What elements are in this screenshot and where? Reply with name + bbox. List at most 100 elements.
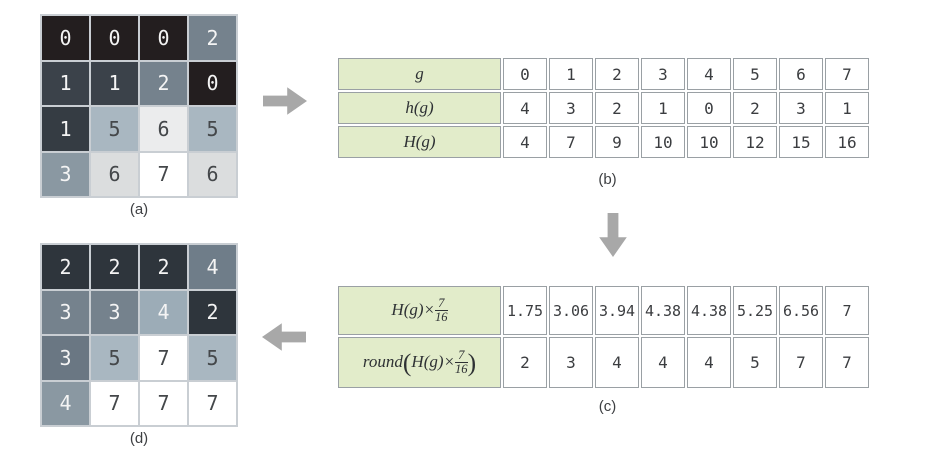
arrow-left-icon bbox=[262, 323, 306, 351]
grid-d-cell: 2 bbox=[42, 245, 89, 289]
Hg-value: 15 bbox=[779, 126, 823, 158]
Hg-value: 12 bbox=[733, 126, 777, 158]
hg-value: 2 bbox=[733, 92, 777, 124]
rounded-value: 7 bbox=[825, 337, 869, 388]
grid-d-cell: 7 bbox=[91, 381, 138, 425]
grid-a-cell: 6 bbox=[140, 107, 187, 151]
output-pixel-grid: 2 2 2 4 3 3 4 2 3 5 7 5 4 7 7 7 bbox=[40, 243, 238, 427]
caption-a: (a) bbox=[129, 201, 149, 218]
grid-d-cell: 2 bbox=[91, 245, 138, 289]
grid-d-cell: 4 bbox=[42, 381, 89, 425]
hg-value: 1 bbox=[825, 92, 869, 124]
g-value: 0 bbox=[503, 58, 547, 90]
Hg-value: 7 bbox=[549, 126, 593, 158]
rounded-value: 7 bbox=[779, 337, 823, 388]
grid-d-cell: 5 bbox=[189, 336, 236, 380]
grid-d-cell: 3 bbox=[91, 290, 138, 334]
scaled-value: 3.94 bbox=[595, 286, 639, 335]
grid-a-cell: 1 bbox=[42, 107, 89, 151]
Hg-value: 16 bbox=[825, 126, 869, 158]
rounded-value: 4 bbox=[595, 337, 639, 388]
scaled-value: 7 bbox=[825, 286, 869, 335]
g-value: 4 bbox=[687, 58, 731, 90]
grid-a-cell: 5 bbox=[189, 107, 236, 151]
grid-a-cell: 1 bbox=[42, 61, 89, 105]
grid-d-cell: 7 bbox=[140, 381, 187, 425]
grid-a-cell: 0 bbox=[42, 16, 89, 60]
close-paren: ) bbox=[467, 348, 477, 378]
hg-value: 3 bbox=[549, 92, 593, 124]
g-value: 2 bbox=[595, 58, 639, 90]
scaled-value: 4.38 bbox=[687, 286, 731, 335]
scaled-value: 6.56 bbox=[779, 286, 823, 335]
grid-d-cell: 7 bbox=[189, 381, 236, 425]
scaled-value: 4.38 bbox=[641, 286, 685, 335]
grid-d-cell: 3 bbox=[42, 336, 89, 380]
formula-body: H(g)× bbox=[391, 300, 435, 320]
caption-b: (b) bbox=[598, 171, 617, 188]
grid-a-cell: 5 bbox=[91, 107, 138, 151]
grid-d-cell: 2 bbox=[189, 290, 236, 334]
table-row: H(g) 4 7 9 10 10 12 15 16 bbox=[338, 126, 869, 158]
grid-d-cell: 7 bbox=[140, 336, 187, 380]
formula-body: H(g)× bbox=[411, 352, 455, 372]
Hg-value: 4 bbox=[503, 126, 547, 158]
row-header-Hg: H(g) bbox=[338, 126, 501, 158]
g-value: 5 bbox=[733, 58, 777, 90]
rounded-value: 5 bbox=[733, 337, 777, 388]
hg-value: 1 bbox=[641, 92, 685, 124]
arrow-right-icon bbox=[263, 87, 307, 115]
g-value: 6 bbox=[779, 58, 823, 90]
g-value: 3 bbox=[641, 58, 685, 90]
table-row: h(g) 4 3 2 1 0 2 3 1 bbox=[338, 92, 869, 124]
rounded-value: 4 bbox=[641, 337, 685, 388]
grid-a-cell: 7 bbox=[140, 152, 187, 196]
hg-value: 3 bbox=[779, 92, 823, 124]
rounded-value: 2 bbox=[503, 337, 547, 388]
grid-a-cell: 0 bbox=[91, 16, 138, 60]
arrow-down-icon bbox=[599, 213, 627, 257]
grid-a-cell: 3 bbox=[42, 152, 89, 196]
grid-a-cell: 2 bbox=[189, 16, 236, 60]
scaled-value: 3.06 bbox=[549, 286, 593, 335]
caption-c: (c) bbox=[598, 398, 617, 415]
row-header-hg: h(g) bbox=[338, 92, 501, 124]
grid-d-cell: 3 bbox=[42, 290, 89, 334]
grid-a-cell: 6 bbox=[189, 152, 236, 196]
scaled-value: 5.25 bbox=[733, 286, 777, 335]
g-value: 7 bbox=[825, 58, 869, 90]
Hg-value: 9 bbox=[595, 126, 639, 158]
grid-a-cell: 0 bbox=[140, 16, 187, 60]
rounded-value: 4 bbox=[687, 337, 731, 388]
grid-a-cell: 1 bbox=[91, 61, 138, 105]
g-value: 1 bbox=[549, 58, 593, 90]
Hg-value: 10 bbox=[641, 126, 685, 158]
grid-d-cell: 2 bbox=[140, 245, 187, 289]
scaled-value: 1.75 bbox=[503, 286, 547, 335]
hg-value: 4 bbox=[503, 92, 547, 124]
grid-a-cell: 2 bbox=[140, 61, 187, 105]
grid-d-cell: 4 bbox=[140, 290, 187, 334]
rounded-value: 3 bbox=[549, 337, 593, 388]
input-pixel-grid: 0 0 0 2 1 1 2 0 1 5 6 5 3 6 7 6 bbox=[40, 14, 238, 198]
grid-a-cell: 0 bbox=[189, 61, 236, 105]
row-header-g: g bbox=[338, 58, 501, 90]
caption-d: (d) bbox=[129, 430, 149, 447]
grid-d-cell: 5 bbox=[91, 336, 138, 380]
grid-d-cell: 4 bbox=[189, 245, 236, 289]
grid-a-cell: 6 bbox=[91, 152, 138, 196]
table-row: g 0 1 2 3 4 5 6 7 bbox=[338, 58, 869, 90]
hg-value: 0 bbox=[687, 92, 731, 124]
histogram-table: g 0 1 2 3 4 5 6 7 h(g) 4 3 2 1 0 2 3 1 H… bbox=[336, 56, 871, 160]
formula-func: round bbox=[362, 352, 403, 372]
Hg-value: 10 bbox=[687, 126, 731, 158]
open-paren: ( bbox=[402, 348, 412, 378]
